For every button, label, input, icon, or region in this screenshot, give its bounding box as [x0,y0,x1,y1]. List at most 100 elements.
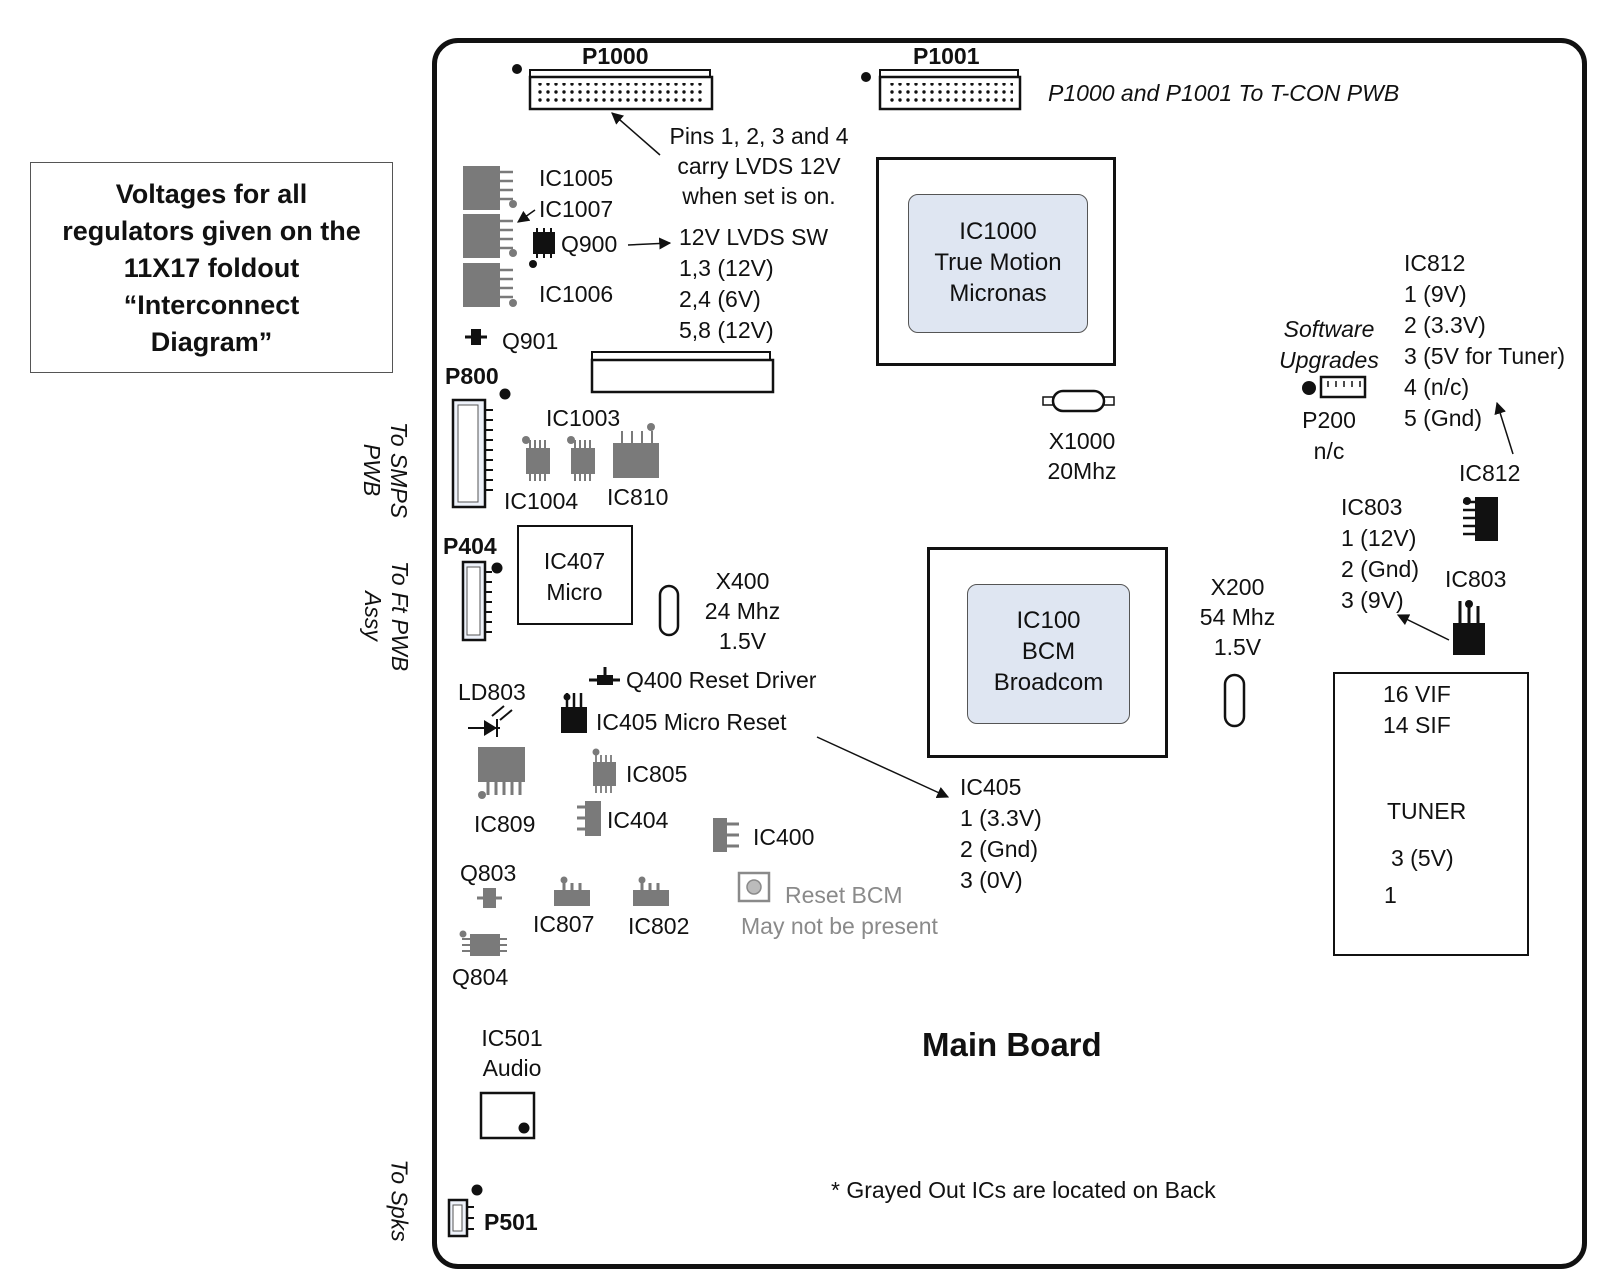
ic405-pinout: IC405 1 (3.3V) 2 (Gnd) 3 (0V) [960,772,1042,896]
lvds-note-line-1: Pins 1, 2, 3 and 4 [669,123,849,149]
ic1004-label: IC1004 [504,488,579,514]
p404-connector [461,560,503,642]
x400-voltage: 1.5V [718,628,767,654]
ic100-name: IC100 [1016,607,1081,634]
note-line-3: 11X17 foldout [123,253,300,283]
q901-part [465,329,487,345]
p800-connector [451,388,511,509]
ic404-chip [577,801,601,836]
p200-name: P200 [1302,407,1356,433]
x200-voltage: 1.5V [1213,634,1262,660]
ic812-pin-4: 4 (n/c) [1404,374,1470,400]
software-upgrades-label: Software Upgrades [1269,314,1389,376]
ic803-pin-1: 1 (12V) [1341,525,1417,551]
ic812-pin-3: 3 (5V for Tuner) [1404,343,1566,369]
ic501-sub: Audio [482,1055,542,1081]
p1000-label: P1000 [582,43,649,69]
ic809-label: IC809 [474,811,536,837]
ic812-pin-2: 2 (3.3V) [1404,312,1486,338]
q900-chip [529,228,555,268]
main-board-outline [432,38,1587,1269]
ic400-chip [713,818,739,852]
p200-nc: n/c [1313,438,1345,464]
ic1000-line3: Micronas [949,280,1047,307]
p501-connector [447,1184,483,1238]
ic805-label: IC805 [626,761,688,787]
q804-label: Q804 [452,964,509,990]
tuner-module [1333,672,1529,956]
p404-label: P404 [443,533,497,559]
ic805-chip [592,748,616,793]
ld803-label: LD803 [458,679,526,705]
ic1000-label-block: IC1000 True Motion Micronas [908,194,1088,333]
q900-info-title: 12V LVDS SW [679,224,829,250]
ic405-chip [561,693,587,733]
ic812-pinout-title: IC812 [1404,250,1466,276]
q900-info-p3: 5,8 (12V) [679,317,774,343]
regulator-voltage-note: Voltages for all regulators given on the… [30,162,393,373]
x200-freq: 54 Mhz [1199,604,1276,630]
lvds-note-line-3: when set is on. [682,183,836,209]
ic405-pin-1: 1 (3.3V) [960,805,1042,831]
software-word: Software [1283,316,1375,342]
ic405-label: IC405 Micro Reset [596,709,787,735]
lvds-arrow [611,112,661,156]
ic802-chip [633,876,669,906]
ic803-chip [1453,600,1485,655]
ic404-label: IC404 [607,807,669,833]
x200-crystal [1223,673,1246,728]
ic501-label: IC501 Audio [466,1023,558,1083]
p1001-connector [861,69,1022,111]
p501-label: P501 [484,1209,538,1235]
ic1000-line2: True Motion [934,249,1062,276]
ic803-pin-3: 3 (9V) [1341,587,1404,613]
p200-label: P200 n/c [1291,405,1367,467]
ic812-chip-label: IC812 [1459,460,1521,486]
q803-part [477,888,502,908]
ic100-line3: Broadcom [993,669,1104,696]
ic1003-label: IC1003 [546,405,621,431]
q900-label: Q900 [561,231,618,257]
ic100-label-block: IC100 BCM Broadcom [967,584,1130,724]
reset-bcm-button [737,871,771,903]
x1000-crystal [1042,389,1115,413]
x200-label: X200 54 Mhz 1.5V [1190,572,1285,662]
x1000-label: X1000 20Mhz [1032,426,1132,486]
tuner-pin1-label: 1 [1384,882,1397,908]
ic803-pinout-title: IC803 [1341,494,1403,520]
q400-label: Q400 Reset Driver [626,667,817,693]
ic1007-label: IC1007 [539,196,614,222]
ic803-pin-2: 2 (Gnd) [1341,556,1419,582]
p1001-label: P1001 [913,43,980,69]
p800-label: P800 [445,363,499,389]
lvds-flat-connector [590,351,775,394]
ic802-label: IC802 [628,913,690,939]
ic100-line2: BCM [1021,638,1076,665]
ic807-chip [554,876,590,906]
ic501-name: IC501 [481,1025,543,1051]
board-title: Main Board [922,1026,1102,1063]
x400-crystal [658,584,680,637]
footnote: * Grayed Out ICs are located on Back [831,1177,1216,1203]
ic1003-ic1004-chips [526,443,659,478]
ic1000-chip: IC1000 True Motion Micronas [876,157,1116,366]
ic407-name: IC407 [543,548,606,574]
ic809-chip [478,747,525,799]
tcon-note: P1000 and P1001 To T-CON PWB [1048,80,1400,106]
lvds-note: Pins 1, 2, 3 and 4 carry LVDS 12V when s… [653,121,865,211]
tuner-name-label: TUNER [1387,798,1467,824]
x400-name: X400 [715,568,770,594]
ic501-chip [479,1091,536,1140]
ic405-pin-3: 3 (0V) [960,867,1023,893]
q803-label: Q803 [460,860,517,886]
p200-connector [1302,375,1367,399]
ic407-chip: IC407 Micro [517,525,633,625]
note-line-2: regulators given on the [62,216,361,246]
tuner-pin3-label: 3 (5V) [1391,845,1454,871]
q900-info: 12V LVDS SW 1,3 (12V) 2,4 (6V) 5,8 (12V) [679,222,828,346]
ic1005-label: IC1005 [539,165,614,191]
q400-part [589,667,620,685]
ic812-pin-1: 1 (9V) [1404,281,1467,307]
x400-freq: 24 Mhz [704,598,781,624]
